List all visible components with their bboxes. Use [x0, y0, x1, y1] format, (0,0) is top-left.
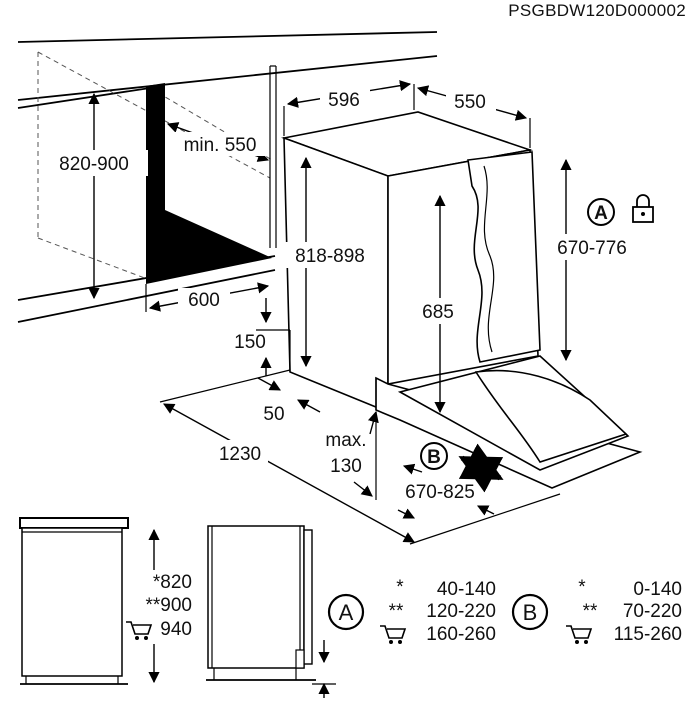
- max-value: 130: [330, 456, 362, 477]
- table-b-range-1: 0-140: [633, 579, 682, 600]
- min-depth-label: min. 550: [184, 135, 257, 156]
- door-open-arrow-left: [402, 463, 423, 475]
- table-a-mark-2: **: [389, 601, 404, 622]
- door-height-label: 685: [422, 302, 454, 323]
- lock-icon: [632, 194, 654, 223]
- gap-label: 50: [263, 404, 284, 425]
- appliance-side-view: [206, 525, 316, 681]
- table-a-range-1: 40-140: [437, 579, 496, 600]
- table-b-range-2: 70-220: [623, 601, 682, 622]
- height-label: 818-898: [295, 246, 365, 267]
- marker-b-label: B: [427, 447, 441, 468]
- plinth-label: 150: [234, 332, 266, 353]
- height-option-3: 940: [160, 619, 192, 640]
- table-b-range-3: 115-260: [614, 624, 682, 645]
- table-a-circle: [327, 593, 365, 631]
- table-b-marker: B: [523, 600, 538, 625]
- marker-a-label: A: [594, 203, 608, 224]
- depth-label: 550: [454, 92, 486, 113]
- table-a-range-2: 120-220: [426, 601, 496, 622]
- marker-b-circle: [420, 442, 448, 470]
- panel-height-label: 670-776: [557, 238, 627, 259]
- door-open-arrow-b: [476, 505, 495, 516]
- appliance-front-view: [19, 517, 129, 685]
- cart-icon-b: [566, 625, 593, 644]
- gap-arrow-right: [297, 399, 321, 413]
- table-a-mark-1: *: [396, 577, 404, 598]
- table-b-circle: [511, 593, 549, 631]
- total-depth-label: 1230: [219, 444, 261, 465]
- max-arrow-bottom: [353, 481, 373, 497]
- height-option-1: *820: [153, 572, 192, 593]
- table-a-range-3: 160-260: [426, 624, 496, 645]
- max-label: max.: [325, 430, 366, 451]
- max-arrow-top: [367, 410, 379, 435]
- cart-icon-a: [380, 625, 407, 644]
- table-a-marker: A: [339, 600, 354, 625]
- door-move-arrow: [458, 443, 504, 493]
- niche-height-label: 820-900: [59, 154, 129, 175]
- gap-arrow-left: [257, 377, 281, 391]
- niche-width-label: 600: [188, 290, 220, 311]
- total-depth-arrow: [163, 403, 415, 543]
- cart-icon-left: [126, 621, 153, 640]
- height-option-2: **900: [146, 595, 193, 616]
- door-open-arrow-a: [397, 508, 416, 519]
- table-b-mark-2: **: [583, 601, 598, 622]
- width-label: 596: [328, 90, 360, 111]
- table-b-mark-1: *: [578, 577, 586, 598]
- niche-shadow: [146, 83, 272, 284]
- marker-a-circle: [587, 198, 615, 226]
- drawing-code: PSGBDW120D000002: [508, 1, 686, 20]
- door-open-label: 670-825: [405, 482, 475, 503]
